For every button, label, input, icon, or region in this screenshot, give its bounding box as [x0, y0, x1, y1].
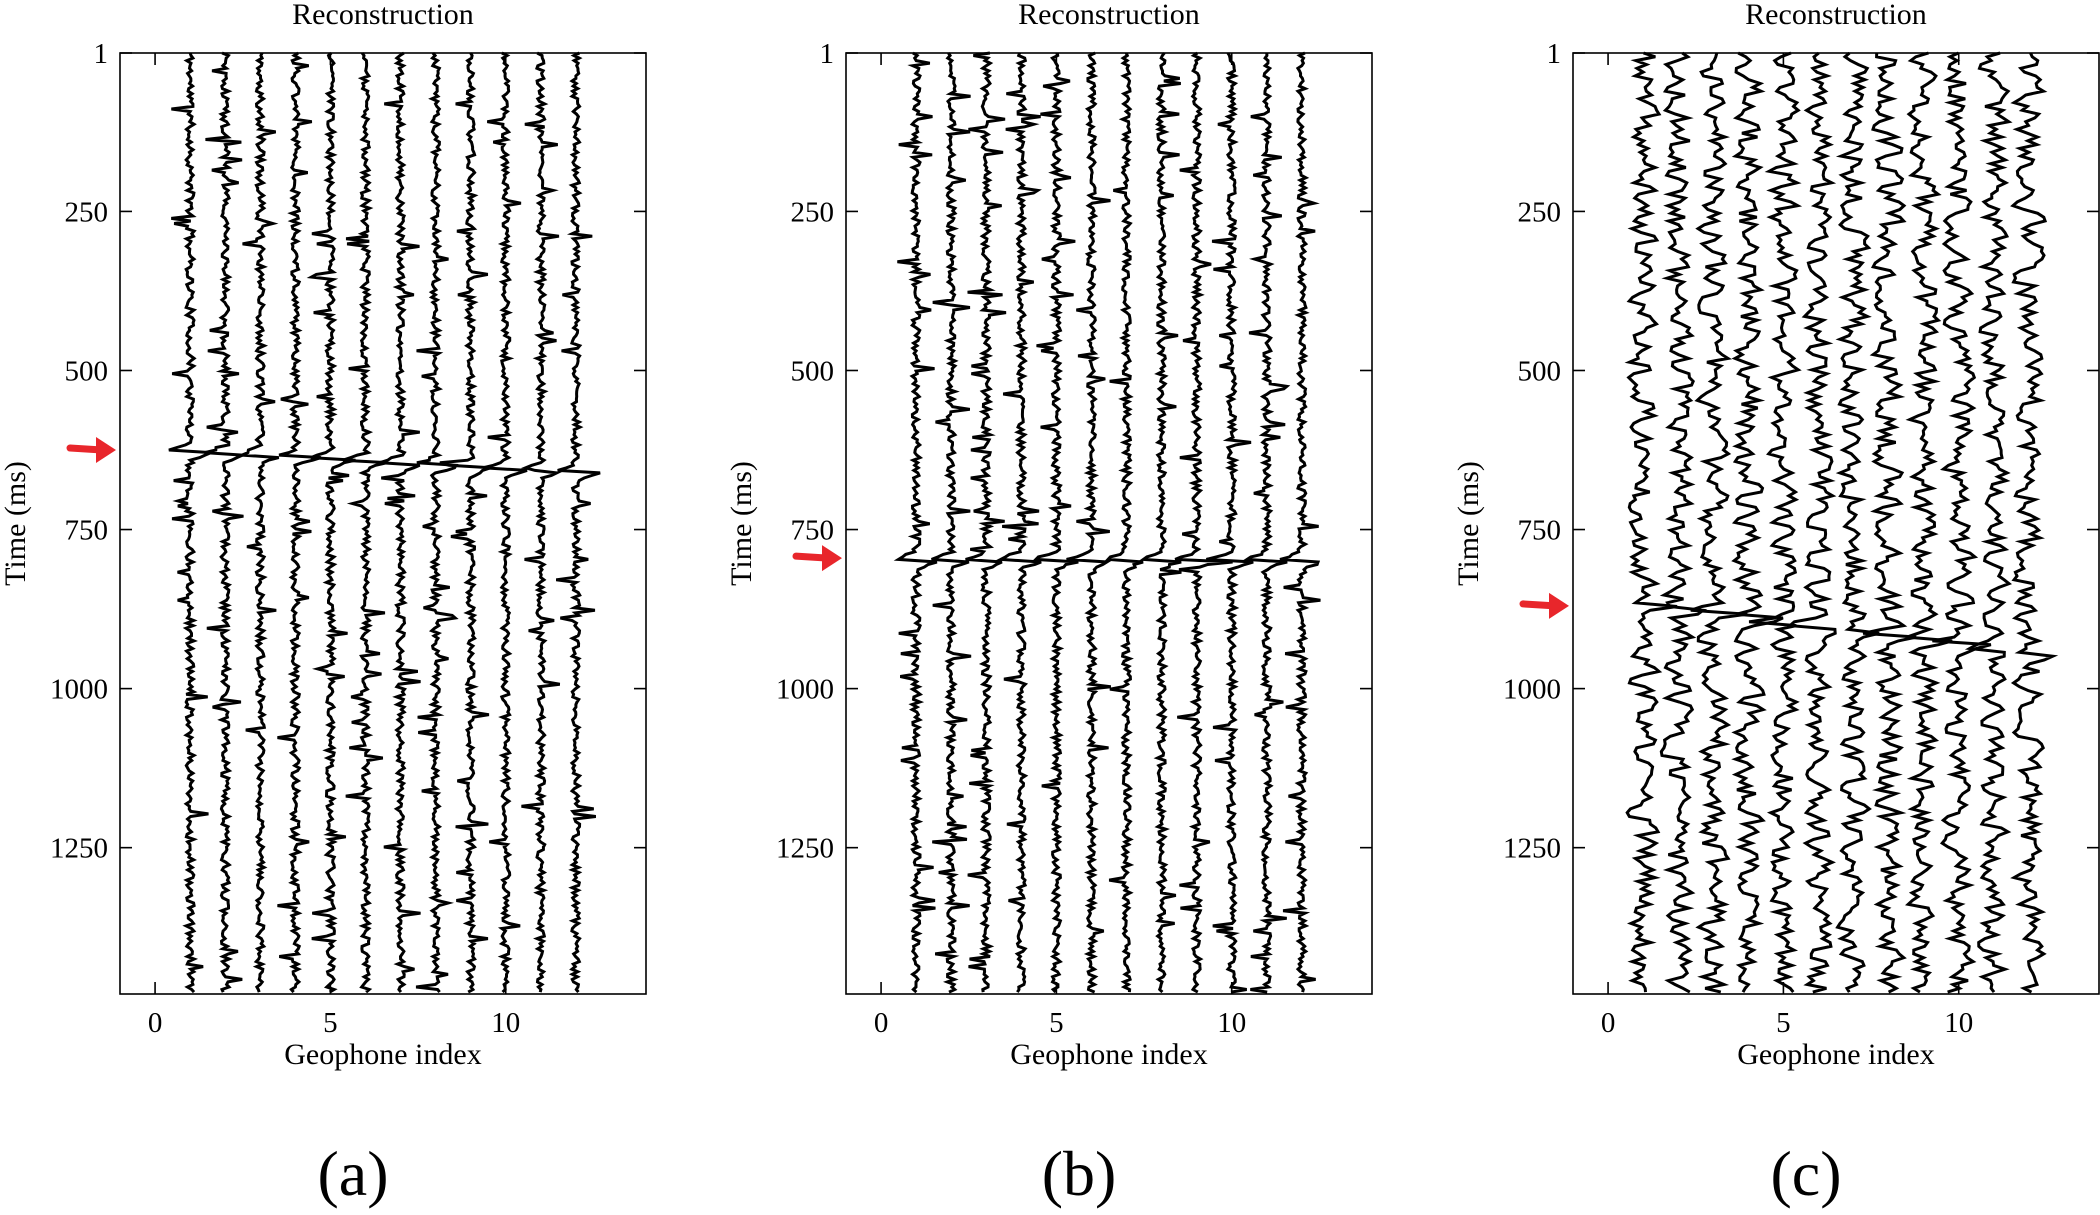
trace-geophone-10	[482, 51, 528, 994]
trace-geophone-12	[1279, 51, 1321, 993]
trace-geophone-6	[1786, 51, 1837, 994]
trace-geophone-7	[1104, 52, 1144, 993]
y-tick-label: 1	[820, 38, 835, 70]
trace-geophone-2	[204, 51, 244, 993]
trace-geophone-9	[1174, 51, 1233, 994]
trace-geophone-7	[1835, 51, 1880, 993]
y-tick-label: 1000	[1503, 674, 1561, 706]
y-tick-label: 750	[791, 515, 835, 547]
trace-geophone-5	[1032, 52, 1079, 994]
trace-geophone-7	[379, 51, 421, 994]
trace-geophone-3	[241, 52, 280, 993]
trace-geophone-11	[1964, 51, 2013, 994]
event-arrow-head	[96, 437, 116, 464]
y-tick-label: 1000	[50, 674, 108, 706]
x-tick-label: 5	[1049, 1007, 1064, 1039]
trace-geophone-3	[965, 51, 1007, 993]
trace-geophone-8	[1862, 52, 1917, 994]
y-tick-label: 500	[65, 355, 109, 387]
y-tick-label: 250	[1518, 196, 1562, 228]
event-arrow-icon	[1519, 592, 1569, 619]
y-axis-label: Time (ms)	[1452, 461, 1485, 586]
trace-geophone-4	[995, 52, 1042, 993]
trace-geophone-8	[1139, 52, 1182, 994]
y-tick-label: 250	[65, 196, 109, 228]
x-tick-label: 10	[1217, 1007, 1246, 1039]
x-tick-label: 0	[148, 1007, 163, 1039]
trace-geophone-8	[415, 52, 459, 994]
panel-title: Reconstruction	[292, 0, 474, 31]
x-tick-label: 10	[491, 1007, 520, 1039]
panel-title: Reconstruction	[1018, 0, 1200, 31]
trace-geophone-9	[1904, 51, 1953, 994]
x-tick-label: 0	[874, 1007, 889, 1039]
trace-geophone-1	[168, 52, 212, 994]
trace-geophone-4	[277, 51, 322, 994]
x-axis-label: Geophone index	[1010, 1038, 1207, 1071]
y-axis-label: Time (ms)	[0, 461, 32, 586]
event-arrow-head	[822, 545, 842, 572]
plot-frame	[1572, 52, 2100, 995]
x-tick-label: 0	[1601, 1007, 1616, 1039]
trace-geophone-1	[1624, 51, 1678, 993]
trace-geophone-1	[893, 51, 938, 994]
panel-caption: (b)	[1042, 1138, 1117, 1209]
y-tick-label: 500	[1518, 355, 1562, 387]
trace-geophone-11	[1242, 52, 1291, 994]
trace-geophone-3	[1690, 52, 1748, 994]
trace-geophone-12	[2010, 52, 2059, 994]
plot-frame	[119, 52, 647, 995]
y-tick-label: 250	[791, 196, 835, 228]
event-arrow-icon	[66, 437, 116, 464]
x-tick-label: 5	[323, 1007, 338, 1039]
event-arrow-icon	[792, 545, 842, 572]
y-tick-label: 750	[65, 515, 109, 547]
y-tick-label: 1250	[776, 833, 834, 865]
y-tick-label: 1	[1547, 38, 1562, 70]
x-axis-label: Geophone index	[284, 1038, 481, 1071]
panel-title: Reconstruction	[1745, 0, 1927, 31]
trace-geophone-11	[520, 51, 562, 993]
trace-geophone-2	[931, 52, 972, 994]
plot-frame	[845, 52, 1373, 995]
y-axis-label: Time (ms)	[725, 461, 758, 586]
x-tick-label: 5	[1776, 1007, 1791, 1039]
trace-geophone-12	[555, 51, 601, 994]
x-tick-label: 10	[1944, 1007, 1973, 1039]
trace-geophone-5	[306, 51, 356, 994]
trace-geophone-10	[1932, 51, 1992, 994]
y-tick-label: 1000	[776, 674, 834, 706]
event-arrow-head	[1549, 592, 1569, 619]
trace-geophone-9	[439, 52, 491, 994]
y-tick-label: 750	[1518, 515, 1562, 547]
panel-caption: (a)	[317, 1138, 388, 1209]
y-tick-label: 1250	[1503, 833, 1561, 865]
y-tick-label: 1250	[50, 833, 108, 865]
trace-geophone-5	[1748, 51, 1803, 994]
x-axis-label: Geophone index	[1737, 1038, 1934, 1071]
y-tick-label: 1	[94, 38, 109, 70]
trace-geophone-4	[1731, 51, 1784, 993]
trace-geophone-6	[342, 52, 388, 994]
y-tick-label: 500	[791, 355, 835, 387]
trace-geophone-2	[1659, 51, 1708, 994]
panel-caption: (c)	[1770, 1138, 1841, 1209]
trace-geophone-6	[1066, 51, 1112, 994]
trace-geophone-10	[1206, 52, 1254, 994]
